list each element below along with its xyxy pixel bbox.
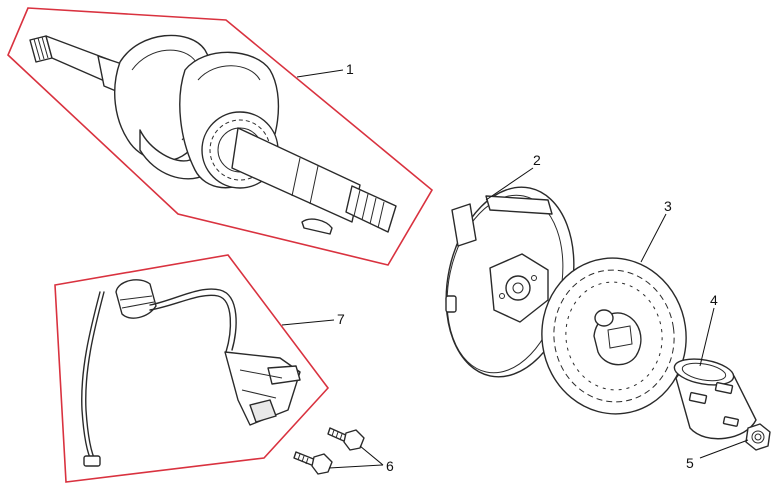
- leader-6b: [328, 464, 384, 469]
- callout-1: 1: [346, 61, 354, 77]
- starter-pulley-icon: [673, 358, 757, 440]
- group-outline-7: [54, 254, 330, 483]
- leader-4: [699, 307, 715, 367]
- leader-2: [485, 167, 534, 201]
- flywheel-icon: [541, 257, 687, 415]
- callout-4: 4: [710, 292, 718, 308]
- callout-6: 6: [386, 458, 394, 474]
- part-group-1[interactable]: [7, 7, 434, 266]
- callout-7: 7: [337, 311, 345, 327]
- part-group-5[interactable]: [745, 423, 771, 451]
- ignition-coil-icon: [81, 279, 301, 467]
- leader-lines: [281, 69, 749, 469]
- leader-3: [640, 213, 667, 263]
- callout-2: 2: [533, 152, 541, 168]
- part-group-6[interactable]: [293, 427, 365, 475]
- part-group-7[interactable]: [54, 254, 330, 483]
- crankshaft-icon: [29, 34, 397, 235]
- leader-1: [296, 69, 344, 78]
- leader-5: [699, 439, 749, 459]
- group-outline-1: [7, 7, 434, 266]
- part-group-4[interactable]: [672, 355, 757, 440]
- callout-labels: 1 2 3 4 5 6 7: [337, 61, 718, 474]
- flange-nut-icon: [745, 423, 771, 451]
- callout-3: 3: [664, 198, 672, 214]
- leader-6a: [359, 445, 384, 466]
- part-group-3[interactable]: [532, 249, 696, 424]
- leader-7: [281, 319, 335, 326]
- callout-5: 5: [686, 455, 694, 471]
- bolt-icon: [293, 427, 365, 475]
